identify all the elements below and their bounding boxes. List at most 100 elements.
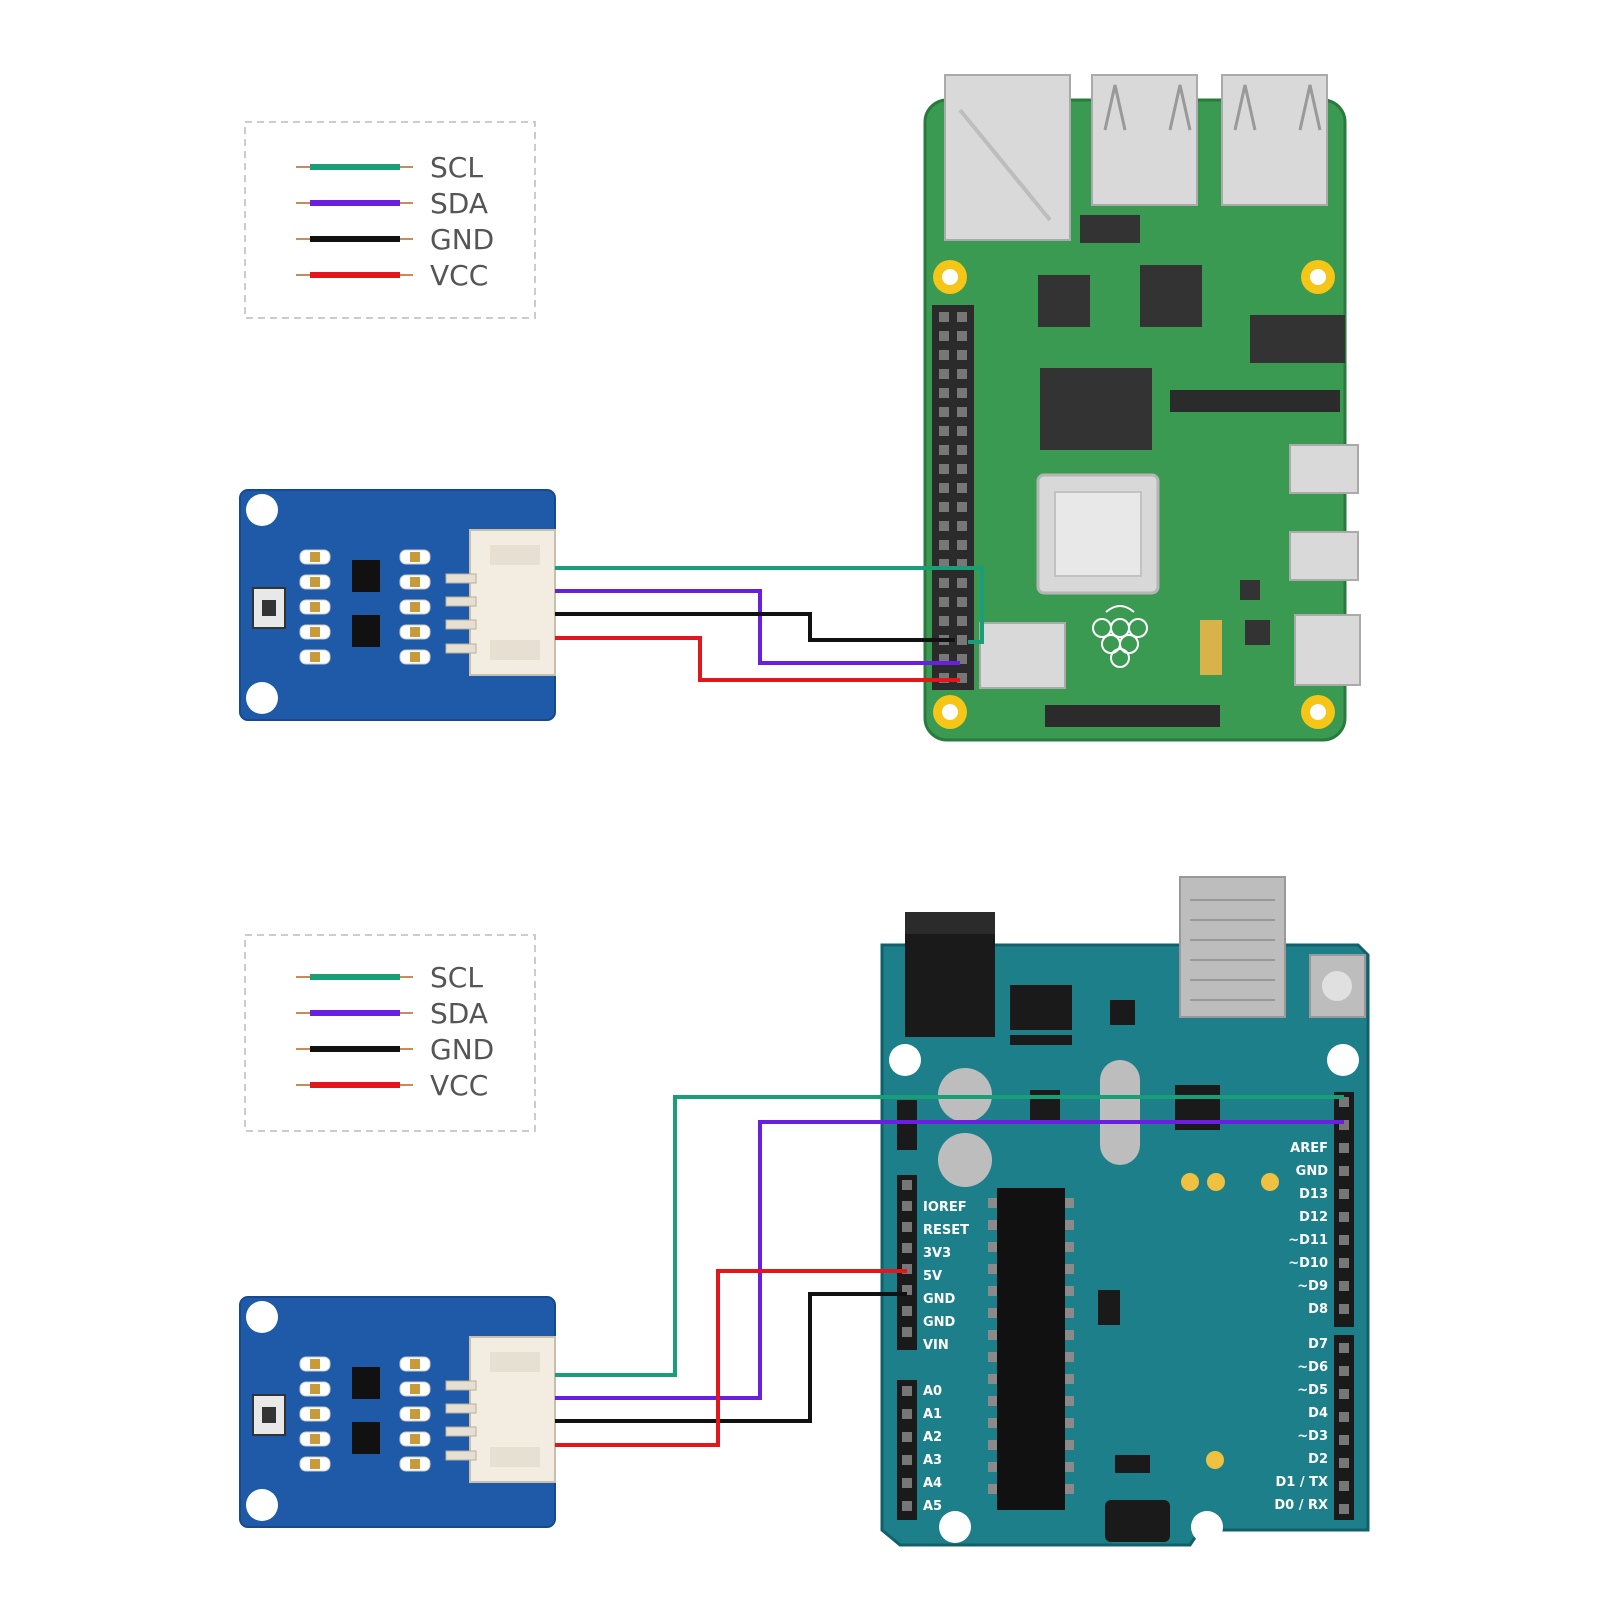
gpio-pin: [939, 616, 949, 626]
sensor-module-top: [239, 489, 556, 721]
mount-hole: [246, 1301, 278, 1333]
pin-label: ~D5: [1297, 1383, 1328, 1398]
gpio-pin: [939, 502, 949, 512]
hdmi-port: [1289, 531, 1359, 581]
pin-label: D0 / RX: [1274, 1498, 1328, 1513]
legend-label: GND: [430, 1033, 494, 1066]
display-connector: [1170, 390, 1340, 412]
pin-label: A1: [923, 1407, 942, 1422]
gpio-pin: [939, 483, 949, 493]
usb-c-port: [1294, 614, 1361, 686]
usb-port-2: [1221, 74, 1328, 206]
gpio-pin: [957, 407, 967, 417]
chip: [1038, 275, 1090, 327]
usb-port-1: [1091, 74, 1198, 206]
gpio-pin: [939, 445, 949, 455]
pin-label: D1 / TX: [1275, 1475, 1328, 1490]
legend-item: GND: [296, 1033, 494, 1066]
pin-label: ~D6: [1297, 1360, 1328, 1375]
gpio-pin: [957, 350, 967, 360]
legend-item: SCL: [296, 961, 483, 994]
gpio-pin: [939, 331, 949, 341]
gpio-pin: [957, 312, 967, 322]
gpio-pin: [939, 597, 949, 607]
pin-label: GND: [1296, 1164, 1329, 1179]
camera-connector: [1045, 705, 1220, 727]
chip: [1040, 368, 1152, 450]
gnd-wire: [555, 1292, 907, 1423]
legend-label: GND: [430, 223, 494, 256]
gpio-pin: [957, 331, 967, 341]
wires-bottom: [555, 1095, 1344, 1447]
legend-label: SCL: [430, 151, 483, 184]
pin-label: A4: [923, 1476, 942, 1491]
mount-hole: [246, 494, 278, 526]
sensor-chip: [252, 1394, 286, 1436]
gpio-pin: [957, 426, 967, 436]
pin-label: A3: [923, 1453, 942, 1468]
legend-item: SDA: [296, 187, 488, 220]
gpio-pin: [957, 578, 967, 588]
gpio-pin: [957, 559, 967, 569]
gpio-pin: [957, 388, 967, 398]
gpio-pin: [957, 616, 967, 626]
pin-label: GND: [923, 1315, 956, 1330]
pin-label: A0: [923, 1384, 942, 1399]
analog-header: [897, 1380, 917, 1520]
ethernet-port: [944, 74, 1071, 241]
mount-hole: [246, 1489, 278, 1521]
raspberry-pi-board: [923, 74, 1361, 742]
legend-item: GND: [296, 223, 494, 256]
ic: [352, 615, 380, 647]
scl-wire: [555, 566, 984, 644]
sda-wire: [555, 589, 960, 665]
hdmi-port: [1289, 444, 1359, 494]
pin-label: D13: [1299, 1187, 1328, 1202]
gpio-pin: [957, 502, 967, 512]
poe-header: [979, 622, 1066, 689]
legend-label: SCL: [430, 961, 483, 994]
pin-label: D12: [1299, 1210, 1328, 1225]
legend-label: SDA: [430, 187, 488, 220]
ic: [352, 1367, 380, 1399]
gpio-pin: [957, 483, 967, 493]
scl-wire: [555, 1095, 1344, 1377]
mount-hole: [246, 682, 278, 714]
legend-item: SDA: [296, 997, 488, 1030]
pin-label: D8: [1308, 1302, 1328, 1317]
gpio-pin: [939, 578, 949, 588]
audio-jack: [1250, 315, 1345, 363]
pin-label: AREF: [1290, 1141, 1328, 1156]
gpio-pin: [939, 426, 949, 436]
legend-item: VCC: [296, 259, 488, 292]
gpio-pin: [939, 521, 949, 531]
gpio-header: [932, 305, 974, 690]
legend-label: VCC: [430, 259, 488, 292]
chip: [1140, 265, 1202, 327]
gpio-pin: [939, 407, 949, 417]
gpio-pin: [957, 521, 967, 531]
gpio-pin: [957, 445, 967, 455]
gpio-pin: [939, 369, 949, 379]
usb-b-port: [1179, 876, 1286, 1018]
raspberry-logo-icon: [1092, 605, 1148, 668]
legend-label: SDA: [430, 997, 488, 1030]
arduino-board: IOREFRESET3V35VGNDGNDVINA0A1A2A3A4A5AREF…: [880, 876, 1370, 1547]
gpio-pin: [957, 635, 967, 645]
legend-item: VCC: [296, 1069, 488, 1102]
pin-label: A2: [923, 1430, 942, 1445]
gpio-pin: [939, 350, 949, 360]
gpio-pin: [939, 654, 949, 664]
gnd-wire: [555, 612, 955, 642]
pin-label: D4: [1308, 1406, 1328, 1421]
pin-label: 3V3: [923, 1246, 951, 1261]
gpio-pin: [957, 597, 967, 607]
gpio-pin: [939, 464, 949, 474]
gpio-pin: [957, 654, 967, 664]
gpio-pin: [957, 540, 967, 550]
pin-label: RESET: [923, 1223, 969, 1238]
pin-label: A5: [923, 1499, 942, 1514]
ic: [352, 560, 380, 592]
pin-label: D7: [1308, 1337, 1328, 1352]
